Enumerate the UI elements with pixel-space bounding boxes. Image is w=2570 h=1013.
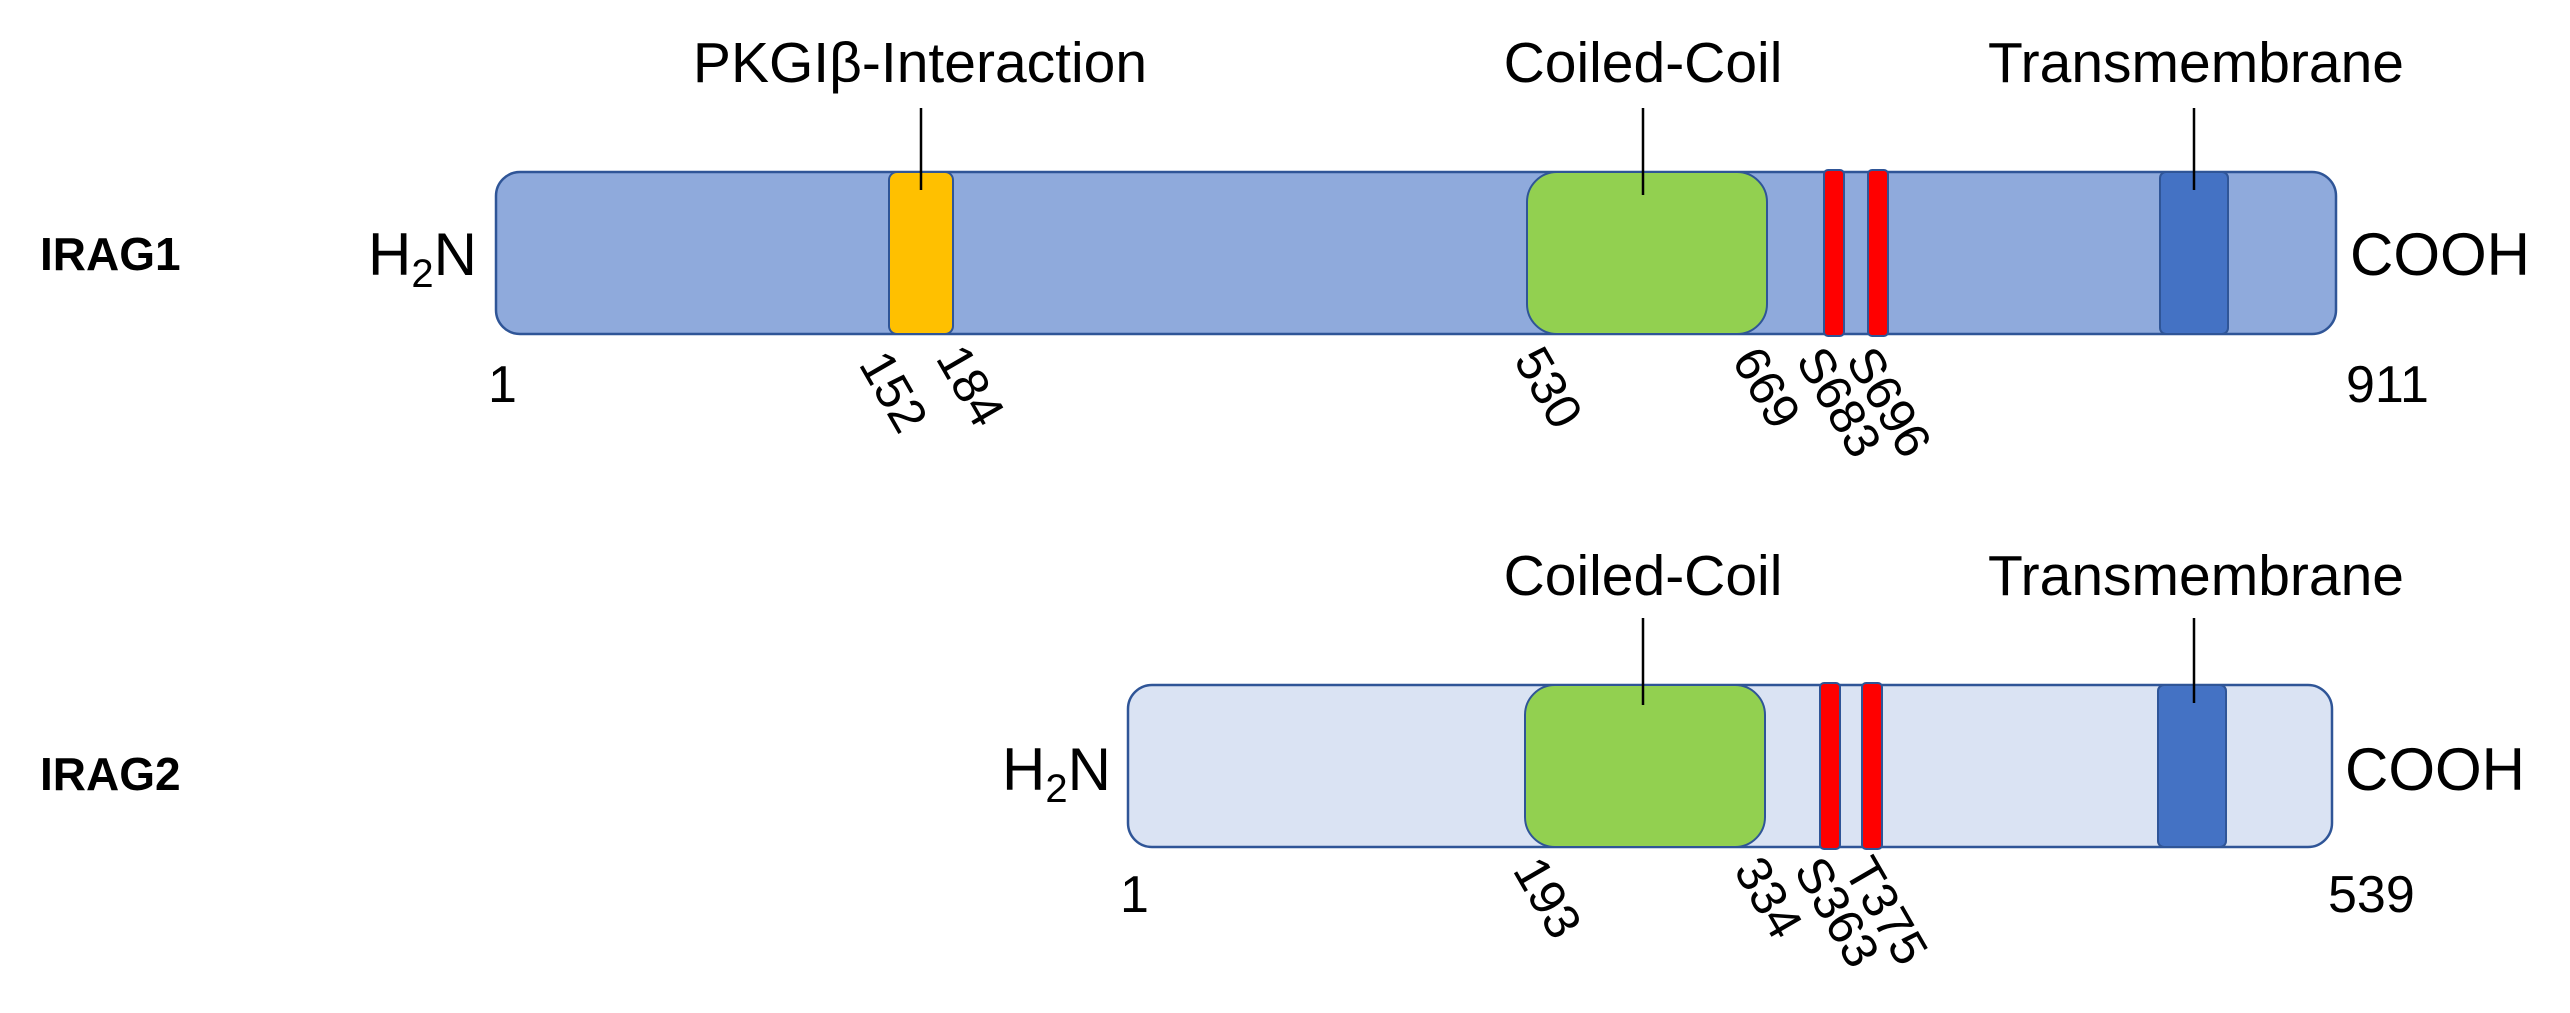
irag1-site1-bar (1823, 169, 1845, 337)
irag1-transmembrane-domain (2159, 171, 2229, 335)
irag1-n-terminus: H2N (368, 221, 477, 296)
irag2-c-terminus: COOH (2345, 736, 2525, 803)
irag1-cc-start-label: 530 (1503, 338, 1593, 438)
irag1-coiled-coil-label: Coiled-Coil (1504, 31, 1783, 95)
irag2-coiled-coil-label: Coiled-Coil (1504, 544, 1783, 608)
irag1-pkg-end-label: 184 (925, 336, 1015, 436)
irag1-pkg-label: PKGIβ-Interaction (693, 31, 1147, 95)
irag1-name: IRAG1 (40, 228, 181, 280)
irag1-start-label: 1 (488, 356, 517, 414)
irag1-coiled-coil-domain (1526, 171, 1768, 335)
irag2-start-label: 1 (1120, 866, 1149, 924)
irag2-group: IRAG2 H2N Coiled-Coil Transmembrane COOH… (40, 544, 2525, 977)
irag1-cc-end-label: 669 (1721, 338, 1811, 438)
irag1-site2-bar (1867, 169, 1889, 337)
irag2-coiled-coil-domain (1524, 684, 1766, 848)
irag1-protein-body (494, 170, 2338, 336)
irag2-site2-bar (1861, 682, 1883, 850)
irag1-transmembrane-label: Transmembrane (1988, 31, 2404, 95)
irag1-c-terminus: COOH (2350, 221, 2530, 288)
irag1-group: IRAG1 H2N PKGIβ-Interaction Coiled-Coil … (40, 31, 2530, 467)
irag2-site1-bar (1819, 682, 1841, 850)
irag2-name: IRAG2 (40, 748, 181, 800)
irag2-end-label: 539 (2328, 866, 2415, 924)
irag2-n-terminus: H2N (1002, 736, 1111, 811)
irag1-end-label: 911 (2346, 356, 2429, 414)
irag1-pkg-start-label: 152 (848, 342, 938, 442)
irag2-transmembrane-domain (2157, 684, 2227, 848)
irag2-transmembrane-label: Transmembrane (1988, 544, 2404, 608)
irag2-cc-start-label: 193 (1502, 848, 1592, 948)
irag1-pkg-domain (888, 171, 954, 335)
